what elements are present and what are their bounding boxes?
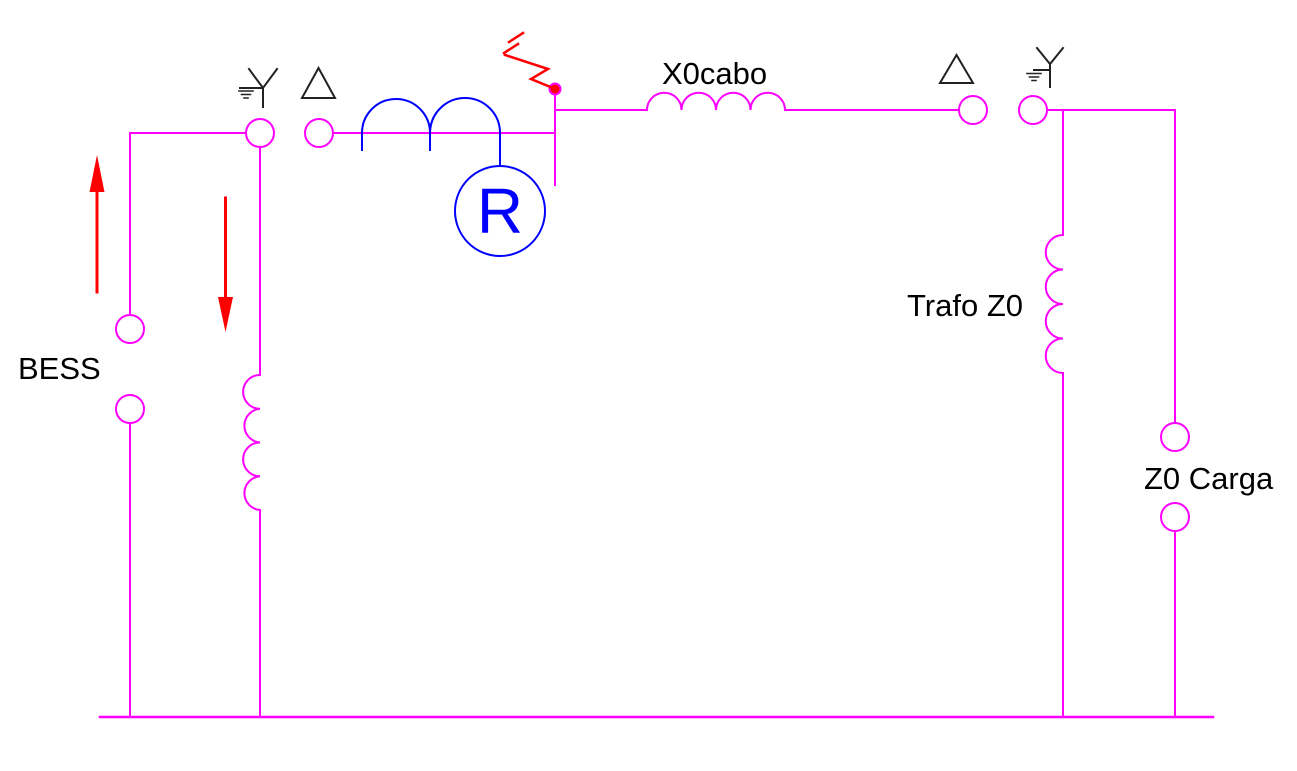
lightning-slash-2: [502, 42, 520, 55]
z0-carga-switch-bottom-contact[interactable]: [1160, 502, 1190, 532]
bess-label: BESS: [18, 351, 101, 386]
transformer1-delta-terminal[interactable]: [304, 118, 334, 148]
delta-winding-icon-right: [938, 53, 975, 84]
fault-resistor-device[interactable]: [361, 97, 546, 257]
x0cabo-label: X0cabo: [662, 56, 767, 91]
trafo-z0-label: Trafo Z0: [907, 288, 1023, 323]
lightning-slash-1: [507, 31, 525, 44]
lightning-fault-icon: [502, 31, 555, 90]
neutral-inductor-coil[interactable]: [242, 373, 262, 512]
current-up-arrow-head: [89, 155, 105, 192]
bess-switch[interactable]: [115, 314, 145, 424]
z0-carga-label: Z0 Carga: [1144, 461, 1274, 496]
z0-carga-switch-top-contact[interactable]: [1160, 422, 1190, 452]
transformer2-delta-terminal[interactable]: [958, 95, 988, 125]
blue-inductor-coil[interactable]: [361, 97, 501, 167]
bess-feeder-wire: [129, 132, 247, 316]
resistor-label: R: [477, 175, 523, 247]
winding-symbols: [238, 46, 1065, 108]
bess-switch-top-contact[interactable]: [115, 314, 145, 344]
fault-node-dot: [548, 82, 562, 96]
wire-layer: [98, 82, 1215, 719]
trafo-z0-inductor-coil[interactable]: [1044, 233, 1065, 375]
grounded-wye-winding-icon-right: [1026, 46, 1065, 88]
transformer1-wye-terminal[interactable]: [245, 118, 275, 148]
x0cabo-inductor-coil[interactable]: [645, 91, 787, 112]
wire-to-load: [1046, 109, 1176, 424]
current-down-arrow-head: [218, 297, 233, 332]
grounded-wye-winding-icon-left: [238, 67, 279, 108]
resistor-circle-icon[interactable]: [454, 165, 546, 257]
current-arrow-heads: [89, 155, 233, 332]
lightning-zigzag: [503, 53, 555, 90]
bess-switch-bottom-contact[interactable]: [115, 394, 145, 424]
transformer2-wye-terminal[interactable]: [1018, 95, 1048, 125]
labels-layer: BESS X0cabo Trafo Z0 Z0 Carga: [18, 56, 1274, 496]
delta-winding-icon-left: [300, 65, 337, 99]
current-arrows-strokes: [95, 31, 555, 302]
